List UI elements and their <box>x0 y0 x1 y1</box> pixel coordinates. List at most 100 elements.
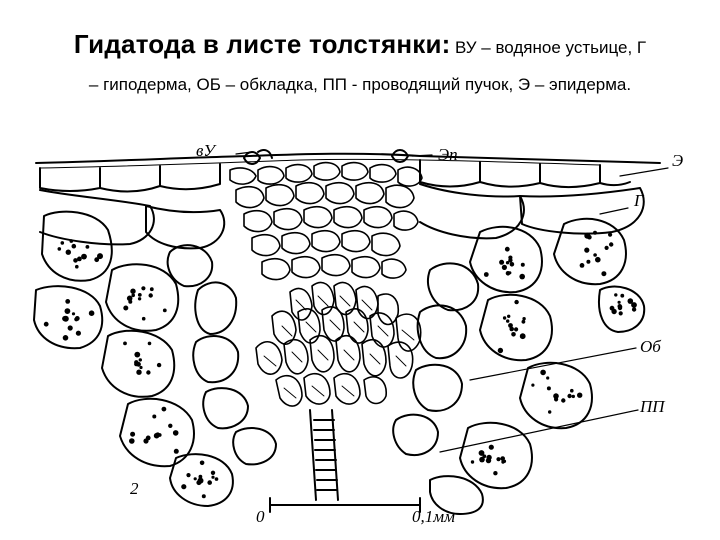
chloroplast-dot <box>168 423 173 428</box>
chloroplast-dot <box>508 323 513 328</box>
chloroplast-dot <box>561 398 566 403</box>
chloroplast-dot <box>65 299 71 304</box>
chloroplast-dot <box>631 302 637 308</box>
chloroplast-dot <box>577 392 583 398</box>
chloroplast-dot <box>519 333 526 340</box>
chloroplast-dot <box>199 460 205 466</box>
chloroplast-dot <box>75 264 79 269</box>
chloroplast-dot <box>196 480 202 486</box>
chloroplast-dot <box>161 406 167 412</box>
chloroplast-dot <box>505 261 510 265</box>
chloroplast-dot <box>570 388 574 393</box>
tracheid-cluster <box>255 281 422 407</box>
cuticle-line <box>39 158 601 169</box>
caption-title: Гидатода в листе толстянки: <box>73 29 451 59</box>
chloroplast-dot <box>181 484 187 490</box>
scale-bar <box>269 497 421 513</box>
chloroplast-dot <box>138 358 142 362</box>
chloroplast-dot <box>211 475 215 479</box>
chloroplast-dot <box>627 298 634 304</box>
chloroplast-dot <box>611 308 617 315</box>
chloroplast-dot <box>482 454 487 459</box>
label-leaders <box>235 151 669 453</box>
chloroplast-dot <box>506 319 510 323</box>
chloroplast-dot <box>88 310 95 317</box>
caption-legend-part-2: – гиподерма, ОБ – обкладка, ПП - проводя… <box>88 75 632 94</box>
tracheid-shading <box>263 295 415 399</box>
chloroplast-dot <box>134 351 141 358</box>
chloroplast-dot <box>504 246 510 252</box>
chloroplast-dot <box>571 394 575 399</box>
chloroplast-dot <box>520 262 525 267</box>
figure-caption: Гидатода в листе толстянки: ВУ – водяное… <box>0 26 720 103</box>
chloroplast-dot <box>501 264 507 270</box>
chloroplast-dot <box>149 287 154 292</box>
chloroplast-dot <box>586 259 591 264</box>
chloroplast-dot <box>73 258 78 263</box>
chloroplast-dot <box>554 397 559 402</box>
bundle-sheath-cells <box>166 244 480 466</box>
caption-legend-part-1: ВУ – водяное устьице, Г <box>454 38 647 57</box>
chloroplast-dot <box>486 454 492 461</box>
chloroplast-dot <box>126 295 133 302</box>
chloroplast-dot <box>57 247 62 251</box>
chloroplast-dot <box>593 253 597 257</box>
chloroplast-dot <box>502 316 507 320</box>
chloroplast-dot <box>521 319 526 324</box>
chloroplast-dot <box>134 360 139 365</box>
chloroplast-dot <box>85 245 90 249</box>
chloroplast-dot <box>618 311 623 316</box>
chloroplast-dot <box>584 247 590 253</box>
chloroplast-dot <box>478 450 485 456</box>
chloroplast-dot <box>509 262 515 267</box>
label-number-2: 2 <box>130 479 139 498</box>
chloroplast-dot <box>137 297 142 301</box>
chloroplast-dot <box>507 314 511 318</box>
chloroplast-dot <box>130 288 136 294</box>
chloroplast-dot <box>546 376 550 380</box>
chloroplast-dot <box>493 471 498 476</box>
chloroplast-dot <box>148 293 153 298</box>
chloroplast-dot <box>593 230 597 235</box>
scale-label-end: 0,1мм <box>412 507 455 526</box>
chloroplast-dot <box>69 239 74 243</box>
label-epidermis: Э <box>672 151 683 170</box>
chloroplast-dots <box>43 230 637 499</box>
chloroplast-dot <box>65 249 72 255</box>
chloroplast-dot <box>497 347 504 354</box>
chloroplast-dot <box>553 393 559 399</box>
chloroplast-dot <box>604 245 609 250</box>
chloroplast-dot <box>123 341 127 346</box>
chloroplast-dot <box>508 258 513 263</box>
chloroplast-dot <box>143 438 149 444</box>
chloroplast-dot <box>531 383 535 387</box>
chloroplast-dot <box>43 321 49 327</box>
chloroplast-dot <box>172 430 179 436</box>
chloroplast-dot <box>488 444 494 450</box>
chloroplast-dot <box>75 330 81 336</box>
chloroplast-dot <box>496 457 501 462</box>
chloroplast-dot <box>130 431 136 437</box>
chloroplast-dot <box>501 460 505 464</box>
chloroplast-dot <box>511 332 516 337</box>
chloroplast-dot <box>587 234 592 240</box>
chloroplast-dot <box>71 243 77 249</box>
chloroplast-dot <box>514 299 519 305</box>
chloroplast-dot <box>201 494 206 499</box>
chloroplast-dot <box>620 293 625 298</box>
chloroplast-dot <box>499 259 505 265</box>
epithem-cells <box>229 161 423 281</box>
chloroplast-dot <box>207 480 212 485</box>
chloroplast-dot <box>483 272 489 277</box>
chloroplast-dot <box>62 335 69 341</box>
chloroplast-dot <box>614 293 618 297</box>
chloroplast-dot <box>97 253 103 260</box>
chloroplast-dot <box>64 308 71 314</box>
chloroplast-dot <box>62 315 68 322</box>
chloroplast-dot <box>540 369 546 376</box>
water-stoma <box>243 149 409 165</box>
conducting-bundle <box>309 409 339 501</box>
chloroplast-dot <box>67 325 73 331</box>
chloroplast-dot <box>156 362 162 368</box>
